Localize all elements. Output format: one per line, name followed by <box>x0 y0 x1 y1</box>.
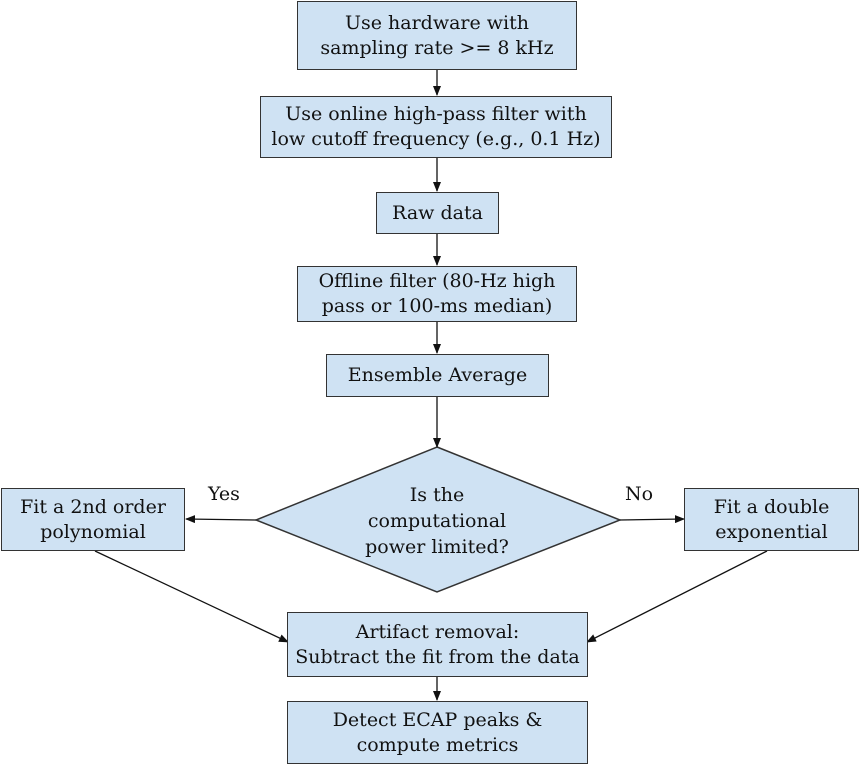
edge-label-no: No <box>625 483 654 505</box>
arrow-polynomial-to-artifact-removal <box>94 550 289 643</box>
node-hardware: Use hardware with sampling rate >= 8 kHz <box>297 1 577 70</box>
node-online-filter: Use online high-pass filter with low cut… <box>260 96 612 158</box>
node-hardware-line-2: sampling rate >= 8 kHz <box>320 36 554 59</box>
node-offline-filter: Offline filter (80-Hz high pass or 100-m… <box>297 266 577 322</box>
decision-line-3: power limited? <box>365 536 509 558</box>
node-detect-ecap-line-2: compute metrics <box>356 733 519 756</box>
arrow-decision-to-polynomial <box>185 515 257 524</box>
node-fit-exponential-line-1: Fit a double <box>713 495 830 518</box>
arrow-exponential-to-artifact-removal <box>586 550 768 643</box>
arrow-decision-to-exponential <box>619 515 685 524</box>
node-artifact-removal: Artifact removal: Subtract the fit from … <box>287 612 588 677</box>
node-fit-polynomial: Fit a 2nd order polynomial <box>1 488 185 551</box>
node-hardware-line-1: Use hardware with <box>344 11 530 34</box>
node-fit-polynomial-line-2: polynomial <box>40 520 146 543</box>
edge-label-yes: Yes <box>208 483 240 505</box>
decision-line-1: Is the <box>409 484 465 506</box>
node-raw-data: Raw data <box>376 192 499 234</box>
node-online-filter-line-1: Use online high-pass filter with <box>285 103 587 125</box>
node-ensemble-average: Ensemble Average <box>326 354 549 397</box>
node-offline-filter-line-1: Offline filter (80-Hz high <box>318 270 556 292</box>
decision-text: Is the computational power limited? <box>337 480 537 562</box>
node-detect-ecap: Detect ECAP peaks & compute metrics <box>287 701 588 764</box>
node-online-filter-line-2: low cutoff frequency (e.g., 0.1 Hz) <box>271 128 601 150</box>
node-detect-ecap-line-1: Detect ECAP peaks & <box>332 708 543 731</box>
node-fit-exponential-line-2: exponential <box>715 520 828 543</box>
node-fit-polynomial-line-1: Fit a 2nd order <box>20 495 166 518</box>
node-raw-data-line-1: Raw data <box>392 201 483 224</box>
node-artifact-removal-line-2: Subtract the fit from the data <box>295 645 580 668</box>
node-artifact-removal-line-1: Artifact removal: <box>355 620 520 643</box>
node-offline-filter-line-2: pass or 100-ms median) <box>321 295 553 317</box>
decision-line-2: computational <box>367 510 507 532</box>
node-ensemble-average-line-1: Ensemble Average <box>347 364 528 386</box>
decision-diamond <box>253 446 623 593</box>
node-fit-exponential: Fit a double exponential <box>684 488 859 551</box>
